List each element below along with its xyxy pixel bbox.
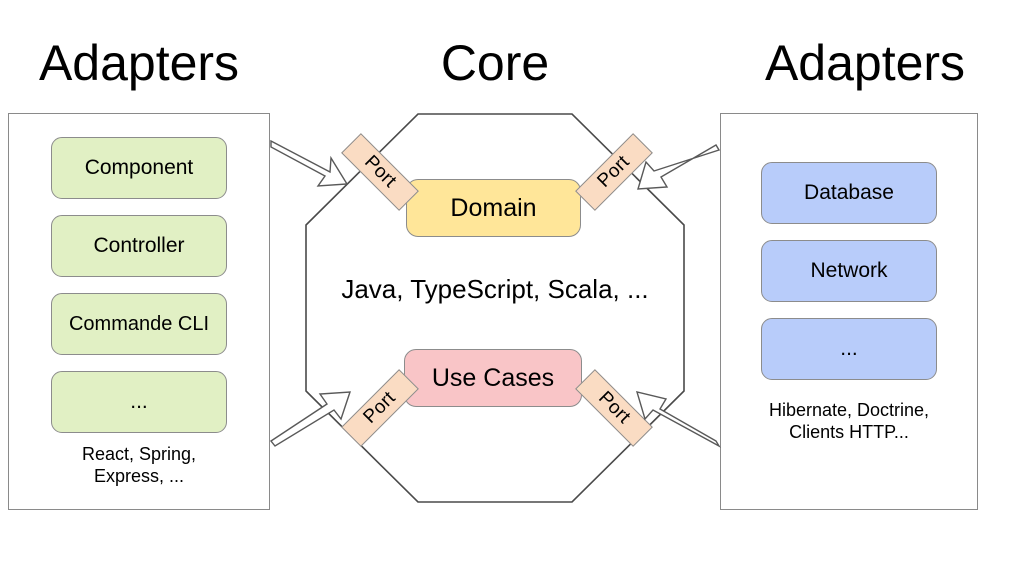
core-box-domain[interactable]: Domain: [406, 179, 581, 237]
core-languages-label: Java, TypeScript, Scala, ...: [341, 274, 649, 304]
page-title-left-adapters: Adapters: [38, 35, 240, 91]
adapter-box-component[interactable]: Component: [51, 137, 227, 199]
adapter-box-commande-cli[interactable]: Commande CLI: [51, 293, 227, 355]
adapter-box-ellipsis[interactable]: ...: [761, 318, 937, 380]
adapter-box-network[interactable]: Network: [761, 240, 937, 302]
left-adapters-panel: Component Controller Commande CLI ... Re…: [8, 113, 270, 510]
page-title-right-adapters: Adapters: [764, 35, 966, 91]
right-adapters-panel: Database Network ... Hibernate, Doctrine…: [720, 113, 978, 510]
right-panel-caption-line2: Clients HTTP...: [789, 422, 909, 442]
left-panel-caption-line1: React, Spring,: [81, 444, 197, 464]
adapter-box-database[interactable]: Database: [761, 162, 937, 224]
adapter-box-ellipsis[interactable]: ...: [51, 371, 227, 433]
core-box-use-cases[interactable]: Use Cases: [404, 349, 582, 407]
right-panel-caption-line1: Hibernate, Doctrine,: [768, 400, 930, 420]
adapter-box-controller[interactable]: Controller: [51, 215, 227, 277]
page-title-core: Core: [440, 35, 550, 91]
left-panel-caption-line2: Express, ...: [93, 466, 185, 486]
